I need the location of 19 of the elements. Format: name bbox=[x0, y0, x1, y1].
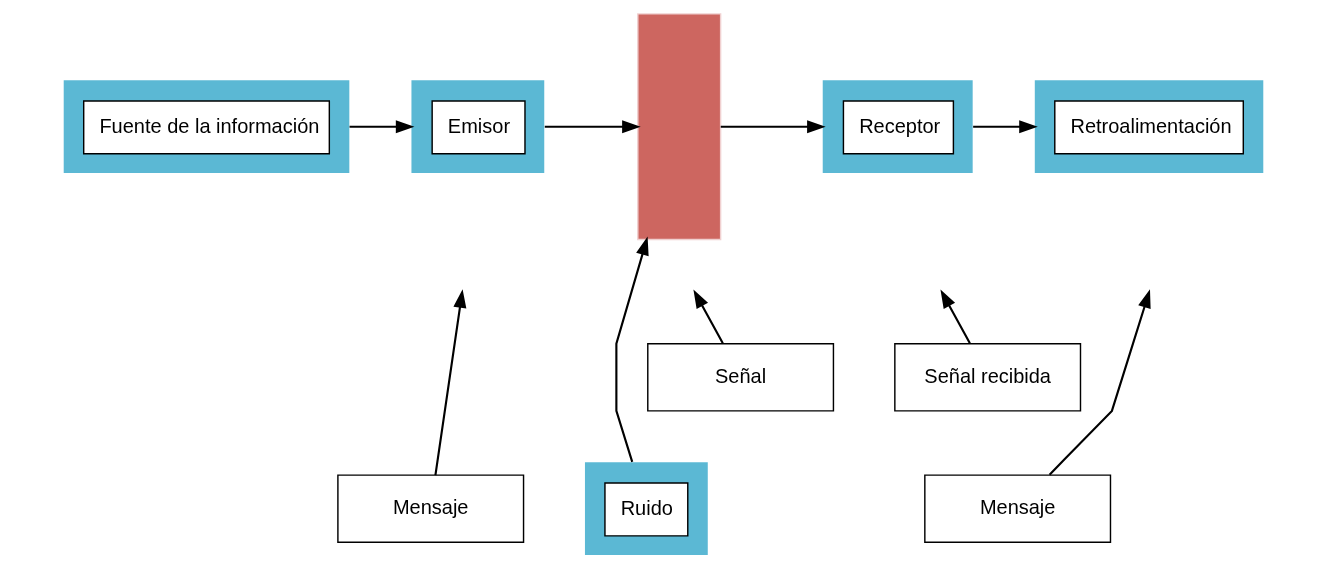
node-box: Ruido bbox=[584, 462, 708, 556]
node-box: Señal recibida bbox=[894, 343, 1082, 412]
node-box: Receptor bbox=[822, 80, 973, 174]
arrow bbox=[349, 120, 415, 134]
arrow bbox=[434, 289, 467, 476]
node-box: Fuente de la información bbox=[63, 80, 350, 174]
arrow bbox=[615, 236, 649, 463]
node-box: Mensaje bbox=[337, 474, 525, 543]
arrow bbox=[693, 289, 724, 344]
arrow bbox=[940, 289, 971, 344]
arrow bbox=[1048, 289, 1151, 476]
node-bar bbox=[637, 13, 722, 241]
node-box: Señal bbox=[647, 343, 835, 412]
node-box: Mensaje bbox=[924, 474, 1112, 543]
node-box: Retroalimentación bbox=[1034, 80, 1264, 174]
arrow bbox=[543, 120, 641, 134]
node-box: Emisor bbox=[411, 80, 545, 174]
arrow bbox=[720, 120, 826, 134]
arrow bbox=[973, 120, 1038, 134]
